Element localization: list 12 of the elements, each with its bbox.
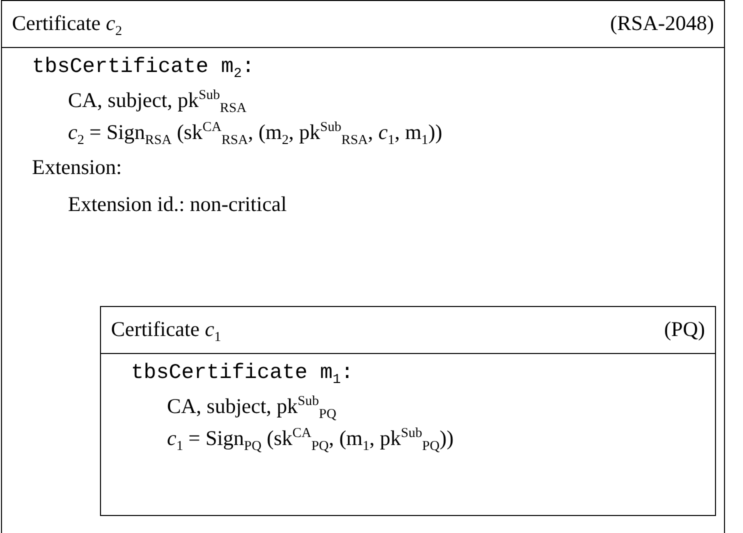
certificate-title: (RSA-2048) xyxy=(610,11,714,36)
certificate-field: c$_{1}$ = Sign$_{PQ}$ (sk$^{CA}$$_{PQ}$, (m$_{1}$, pk$^{Sub}$$_{PQ}$)) xyxy=(167,425,454,455)
certificate-title: Certificate c$_{1}$ xyxy=(111,317,222,346)
certificate-field: c$_{2}$ = Sign$_{RSA}$ (sk$^{CA}$$_{RSA}$, (m$_{2}$, pk$^{Sub}$$_{RSA}$, c$_{1}$, m$_{1}$)) xyxy=(68,119,442,149)
certificate-box xyxy=(100,306,716,516)
certificate-field: Extension: xyxy=(32,155,122,180)
certificate-box xyxy=(1,0,725,533)
certificate-title: Certificate c$_{2}$ xyxy=(12,11,122,40)
certificate-field: Extension id.: non-critical xyxy=(68,192,287,218)
certificate-field: tbsCertificate m$_{1}$: xyxy=(131,361,354,390)
certificate-field: tbsCertificate m$_{2}$: xyxy=(32,55,254,84)
certificate-title: (PQ) xyxy=(664,317,705,342)
